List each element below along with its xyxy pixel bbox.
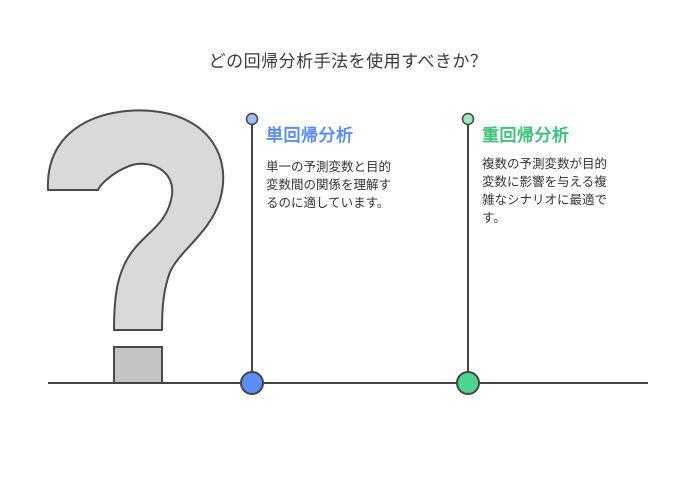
option-1-top-dot — [245, 112, 259, 126]
option-2-top-dot — [461, 112, 475, 126]
option-1-line: るのに適しています。 — [266, 195, 390, 210]
question-mark-icon — [46, 109, 225, 384]
option-1-base-dot — [240, 371, 264, 395]
option-2-line: 変数に影響を与える複 — [482, 174, 607, 189]
option-2-base-dot — [456, 371, 480, 395]
question-mark-dot — [113, 346, 163, 384]
option-2-line: す。 — [482, 210, 506, 225]
option-2-line: 雑なシナリオに最適で — [482, 192, 608, 207]
option-1-heading: 単回帰分析 — [266, 126, 354, 146]
option-1-line: 単一の予測変数と目的 — [266, 159, 392, 174]
option-1-line: 変数間の関係を理解す — [266, 177, 392, 192]
option-1-description: 単一の予測変数と目的 変数間の関係を理解す るのに適しています。 — [266, 158, 426, 212]
option-2-heading: 重回帰分析 — [482, 126, 570, 146]
question-mark-hook — [46, 109, 225, 331]
option-2-line: 複数の予測変数が目的 — [482, 156, 608, 171]
diagram-title: どの回帰分析手法を使用すべきか？ — [208, 52, 488, 72]
option-2-description: 複数の予測変数が目的 変数に影響を与える複 雑なシナリオに最適で す。 — [482, 155, 642, 227]
